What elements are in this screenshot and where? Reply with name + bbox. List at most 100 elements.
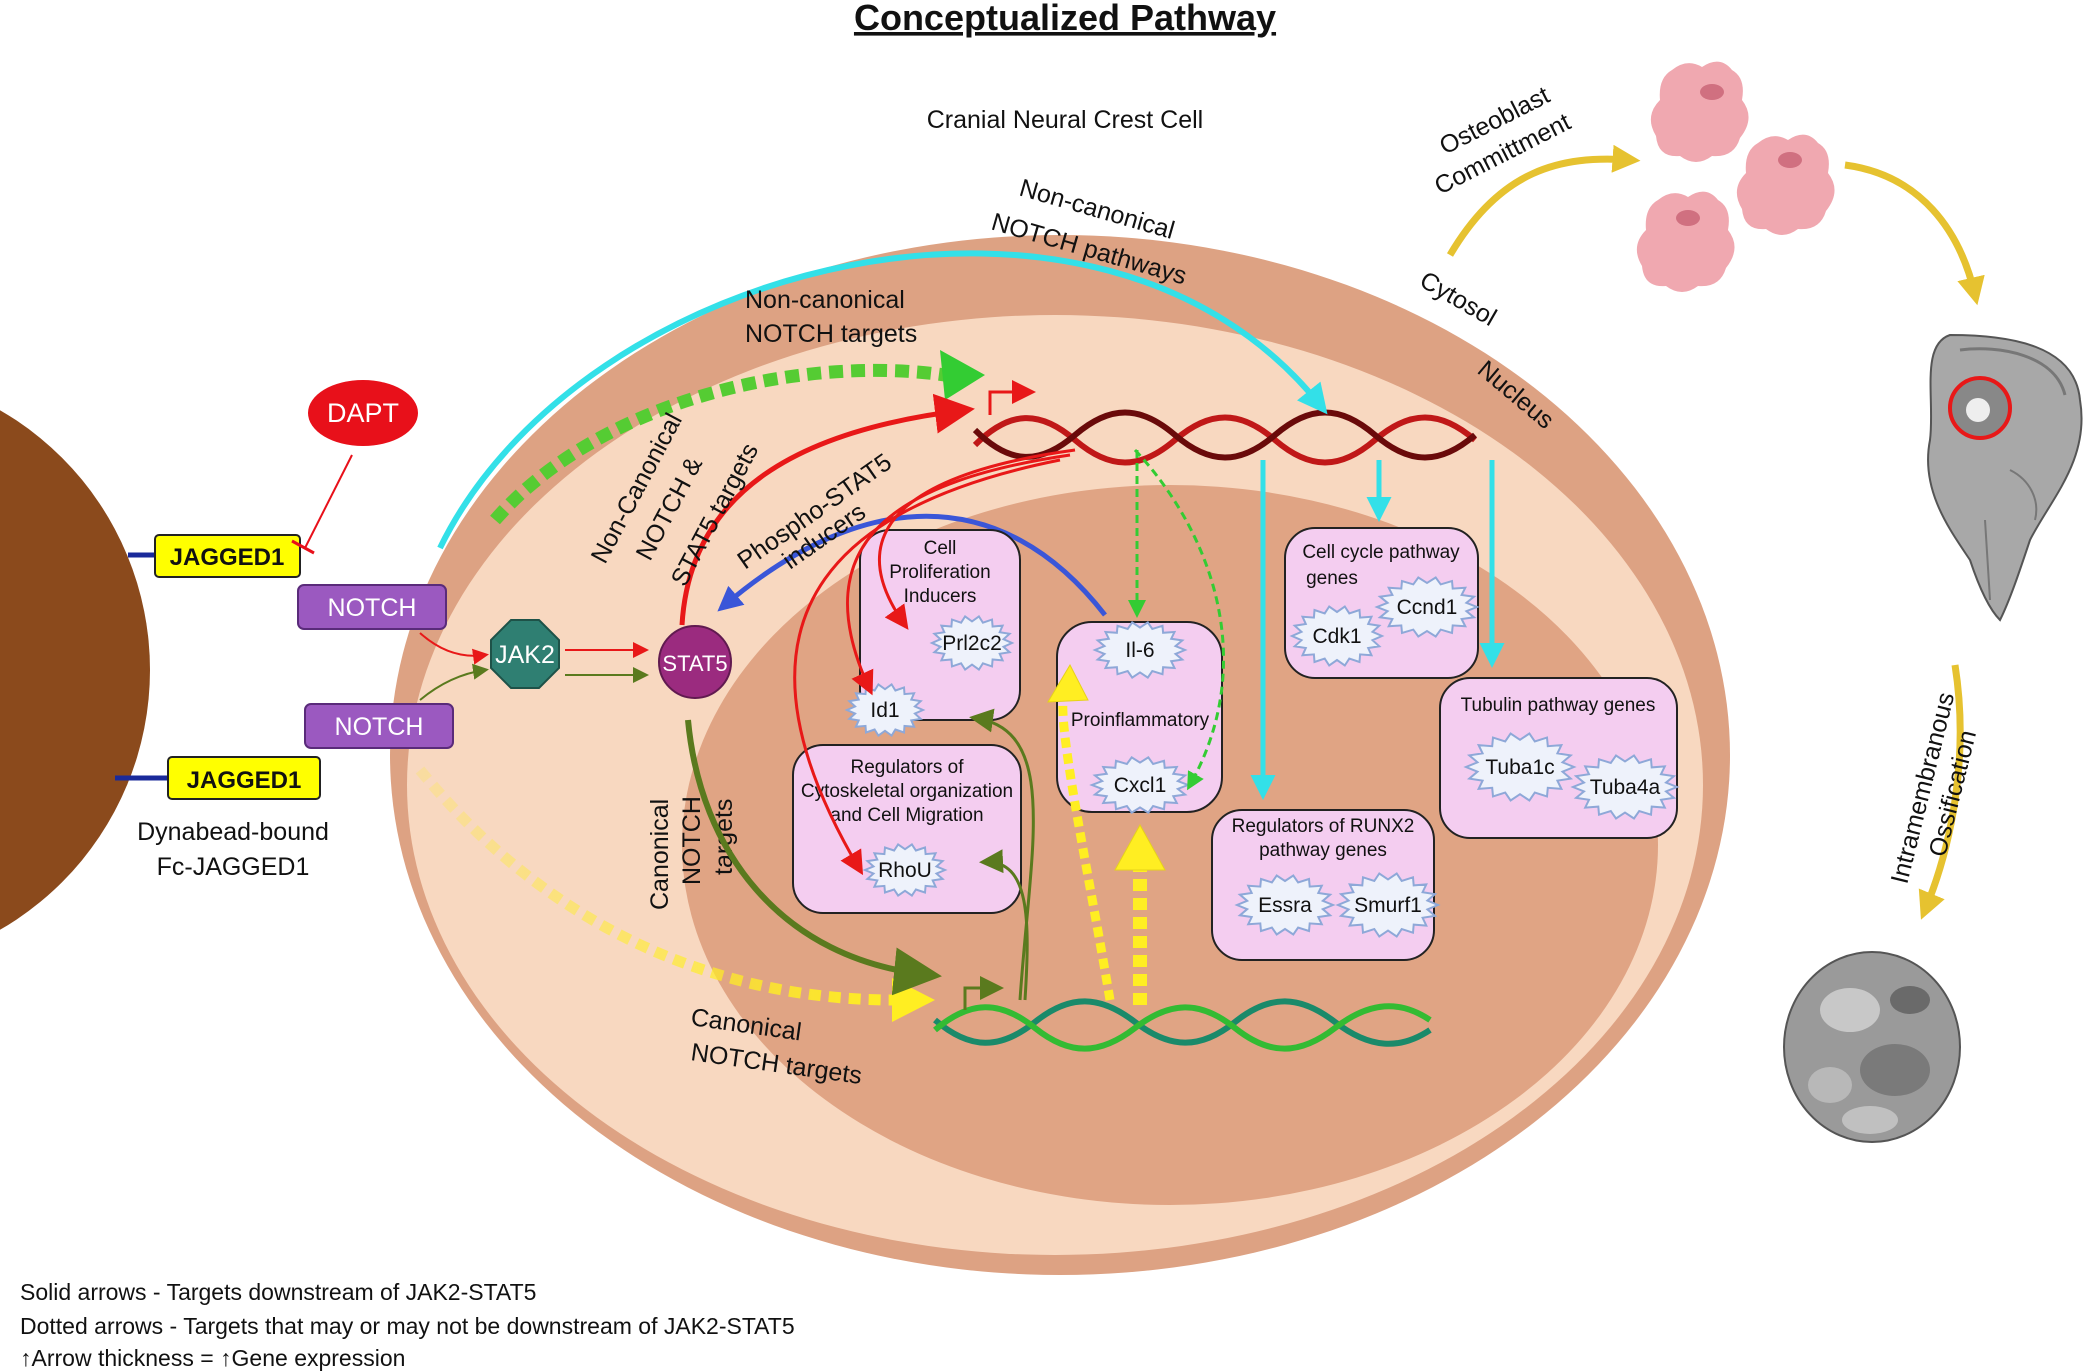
- arrow-dna-cxcl1: [1133, 448, 1225, 791]
- mouse-skull: [1927, 333, 2083, 622]
- gene-cdk1-label: Cdk1: [1312, 625, 1361, 648]
- gene-ccnd1-burst: [1374, 576, 1480, 638]
- box-cell-cycle-l1: Cell cycle pathway: [1302, 542, 1460, 563]
- legend-line-3: ↑Arrow thickness = ↑Gene expression: [20, 1345, 405, 1371]
- arrow-canon-targets: [415, 766, 896, 1006]
- box-cell-prolif-l1: Cell: [924, 538, 957, 559]
- gene-smurf1-label: Smurf1: [1354, 894, 1422, 917]
- gene-ccnd1: Ccnd1: [1374, 576, 1480, 638]
- arrow-dna-rhou: [793, 458, 1061, 876]
- gene-essra: Essra: [1234, 874, 1336, 936]
- gene-essra-label: Essra: [1258, 894, 1312, 917]
- arrow-yellow-il6: [1058, 699, 1115, 1001]
- gene-tuba1c: Tuba1c: [1463, 732, 1577, 802]
- arrow-noncanon-targets: [490, 364, 946, 525]
- arrow-ossification: [1918, 664, 1964, 920]
- box-regulators-cyto-l3: and Cell Migration: [830, 805, 983, 826]
- box-runx2-l1: Regulators of RUNX2: [1232, 816, 1415, 837]
- legend-line-1: Solid arrows - Targets downstream of JAK…: [20, 1279, 536, 1305]
- gene-tuba4a: Tuba4a: [1570, 754, 1680, 820]
- arrow-osteoblast-skull: [1844, 161, 1985, 306]
- arrow-notch-jak2-olive: [419, 663, 489, 701]
- bone-scaffold: [1783, 951, 1961, 1143]
- jak2-kinase: [490, 619, 560, 689]
- gene-smurf1-burst: [1335, 872, 1441, 938]
- notch-top: [297, 584, 447, 630]
- gene-prl2c2-burst: [929, 614, 1015, 672]
- osteoblast-cells: [1636, 61, 1835, 292]
- gene-id1-burst: [844, 682, 926, 738]
- arrow-dna-id1-olive: [969, 708, 1035, 1001]
- gene-cdk1: Cdk1: [1289, 605, 1385, 667]
- gene-il6-label: Il-6: [1125, 639, 1154, 662]
- gene-tuba1c-burst: [1463, 732, 1577, 802]
- dapt-label: DAPT: [327, 398, 399, 428]
- box-cell-prolif: [859, 529, 1021, 721]
- arrow-osteoblast-commitment: [1446, 144, 1641, 257]
- gene-cxcl1-burst: [1089, 756, 1191, 814]
- box-cell-cycle-l2: genes: [1306, 568, 1358, 589]
- gene-tuba4a-burst: [1570, 754, 1680, 820]
- gene-tuba1c-label: Tuba1c: [1485, 756, 1554, 779]
- label-noncanon-targets-1: Non-canonical: [745, 286, 905, 314]
- gene-cxcl1-label: Cxcl1: [1114, 774, 1167, 797]
- label-canon-vert-1: Canonical: [646, 799, 674, 910]
- arrow-dna-rhou-olive: [979, 849, 1029, 1001]
- gene-il6-burst: [1092, 621, 1188, 679]
- jagged1-top: [154, 534, 301, 578]
- stat5-label: STAT5: [662, 651, 727, 676]
- dapt-inhibition-line: [304, 454, 353, 549]
- jagged1-top-label: JAGGED1: [170, 544, 285, 571]
- gene-id1: Id1: [844, 682, 926, 738]
- stat5: [658, 625, 732, 699]
- gene-prl2c2-label: Prl2c2: [942, 632, 1002, 655]
- arrow-phospho-stat5: [717, 513, 1107, 617]
- box-regulators-cyto-l2: Cytoskeletal organization: [801, 781, 1013, 802]
- box-cell-prolif-l3: Inducers: [904, 586, 977, 607]
- page-title: Conceptualized Pathway: [854, 0, 1276, 38]
- bead-label-1: Dynabead-bound: [137, 818, 329, 846]
- dapt-inhibitor: [308, 380, 418, 446]
- box-regulators-cyto-l1: Regulators of: [850, 757, 964, 778]
- jagged1-bottom-label: JAGGED1: [187, 767, 302, 794]
- dynabead: [0, 410, 150, 930]
- arrow-notch-jak2-red: [419, 632, 489, 665]
- gene-rhou: RhoU: [862, 842, 948, 898]
- gene-id1-label: Id1: [870, 699, 899, 722]
- box-proinflammatory: [1056, 621, 1223, 813]
- box-runx2-l2: pathway genes: [1259, 840, 1387, 861]
- gene-ccnd1-label: Ccnd1: [1397, 596, 1458, 619]
- arrow-stat5-dna: [679, 393, 975, 626]
- gene-prl2c2: Prl2c2: [929, 614, 1015, 672]
- gene-essra-burst: [1234, 874, 1336, 936]
- notch-top-label: NOTCH: [328, 594, 417, 622]
- arrowhead-yellow-cxcl1: [1114, 823, 1166, 871]
- bead-label-2: Fc-JAGGED1: [157, 853, 310, 881]
- box-proinflammatory-label: Proinflammatory: [1071, 710, 1210, 731]
- notch-bottom-label: NOTCH: [335, 713, 424, 741]
- arrowhead-noncanon-targets: [940, 350, 985, 400]
- jagged1-bottom: [167, 756, 321, 800]
- dapt-inhibition-bar: [291, 539, 315, 555]
- notch-bottom: [304, 703, 454, 749]
- arrow-stat5-canonical: [685, 719, 942, 996]
- dna-top: [972, 380, 1477, 466]
- gene-cxcl1: Cxcl1: [1089, 756, 1191, 814]
- arrowhead-yellow-il6: [1047, 663, 1089, 703]
- gene-cdk1-burst: [1289, 605, 1385, 667]
- label-canon-vert-2: NOTCH: [678, 796, 706, 885]
- box-cell-prolif-l2: Proliferation: [889, 562, 990, 583]
- gene-rhou-burst: [862, 842, 948, 898]
- cell-label: Cranial Neural Crest Cell: [927, 106, 1203, 134]
- genes-layer: Prl2c2Id1RhoUIl-6Cxcl1Cdk1Ccnd1Tuba1cTub…: [844, 576, 1680, 938]
- gene-tuba4a-label: Tuba4a: [1590, 776, 1661, 799]
- gene-il6: Il-6: [1092, 621, 1188, 679]
- gene-rhou-label: RhoU: [878, 859, 932, 882]
- legend-line-2: Dotted arrows - Targets that may or may …: [20, 1313, 795, 1339]
- arrow-noncanon-pathways: [437, 250, 1328, 550]
- box-tubulin-label: Tubulin pathway genes: [1461, 695, 1656, 716]
- jak2-label: JAK2: [495, 641, 555, 669]
- gene-smurf1: Smurf1: [1335, 872, 1441, 938]
- dna-bottom: [933, 976, 1432, 1052]
